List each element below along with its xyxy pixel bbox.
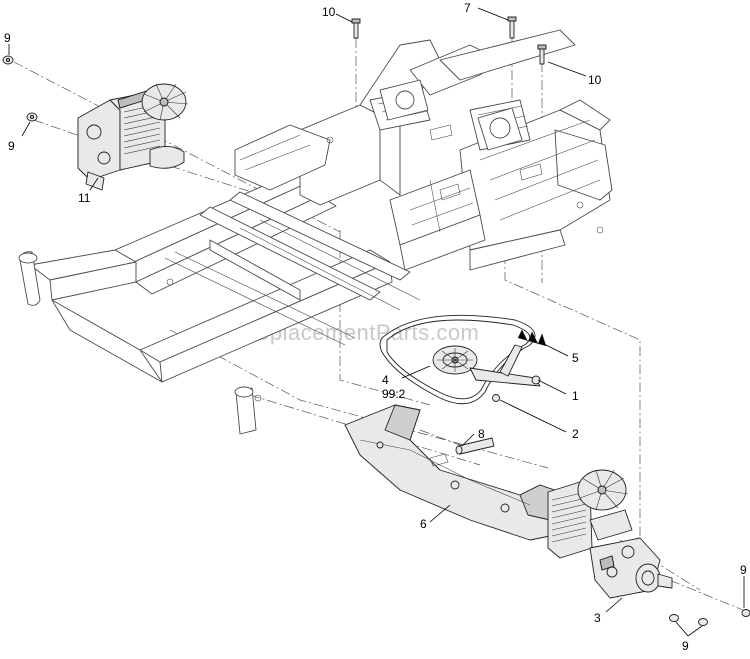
- callout-1: 1: [572, 389, 579, 403]
- callout-7: 7: [464, 1, 471, 15]
- callout-11: 11: [78, 191, 91, 205]
- callout-3: 3: [594, 611, 601, 625]
- bolt-10-top: [353, 21, 359, 39]
- left-hydro-transaxle: [77, 83, 189, 191]
- leader-lines: [8, 7, 745, 637]
- bolt-7: [509, 19, 515, 39]
- chassis-frame: [18, 29, 613, 435]
- bolt-10-right: [539, 47, 545, 65]
- hardware: [2, 16, 750, 626]
- callout-4: 4: [382, 373, 389, 387]
- callout-10-right: 10: [588, 73, 602, 87]
- belt-idler-assembly: [379, 314, 547, 405]
- callout-9-left: 9: [8, 139, 15, 153]
- callout-5: 5: [572, 351, 579, 365]
- callout-4-ref: 99:2: [382, 387, 406, 401]
- nut-9-bottom-a: [669, 614, 679, 622]
- callout-labels: 9 9 10 7 10 11 5 4 99:2 1 2 8 6 3 9 9: [4, 1, 747, 653]
- callout-10-top: 10: [322, 5, 336, 19]
- nut-9-right: [741, 609, 750, 617]
- callout-9-right: 9: [740, 563, 747, 577]
- callout-8: 8: [478, 427, 485, 441]
- mount-bracket: [344, 404, 561, 541]
- pin-part: [455, 437, 495, 455]
- spring-coil: [517, 329, 547, 347]
- callout-9-bottom: 9: [682, 639, 689, 653]
- callout-2: 2: [572, 427, 579, 441]
- nut-9-bottom-b: [698, 618, 708, 626]
- callout-9-top-left: 9: [4, 31, 11, 45]
- callout-6: 6: [420, 517, 427, 531]
- right-hydro-transaxle: [547, 469, 673, 599]
